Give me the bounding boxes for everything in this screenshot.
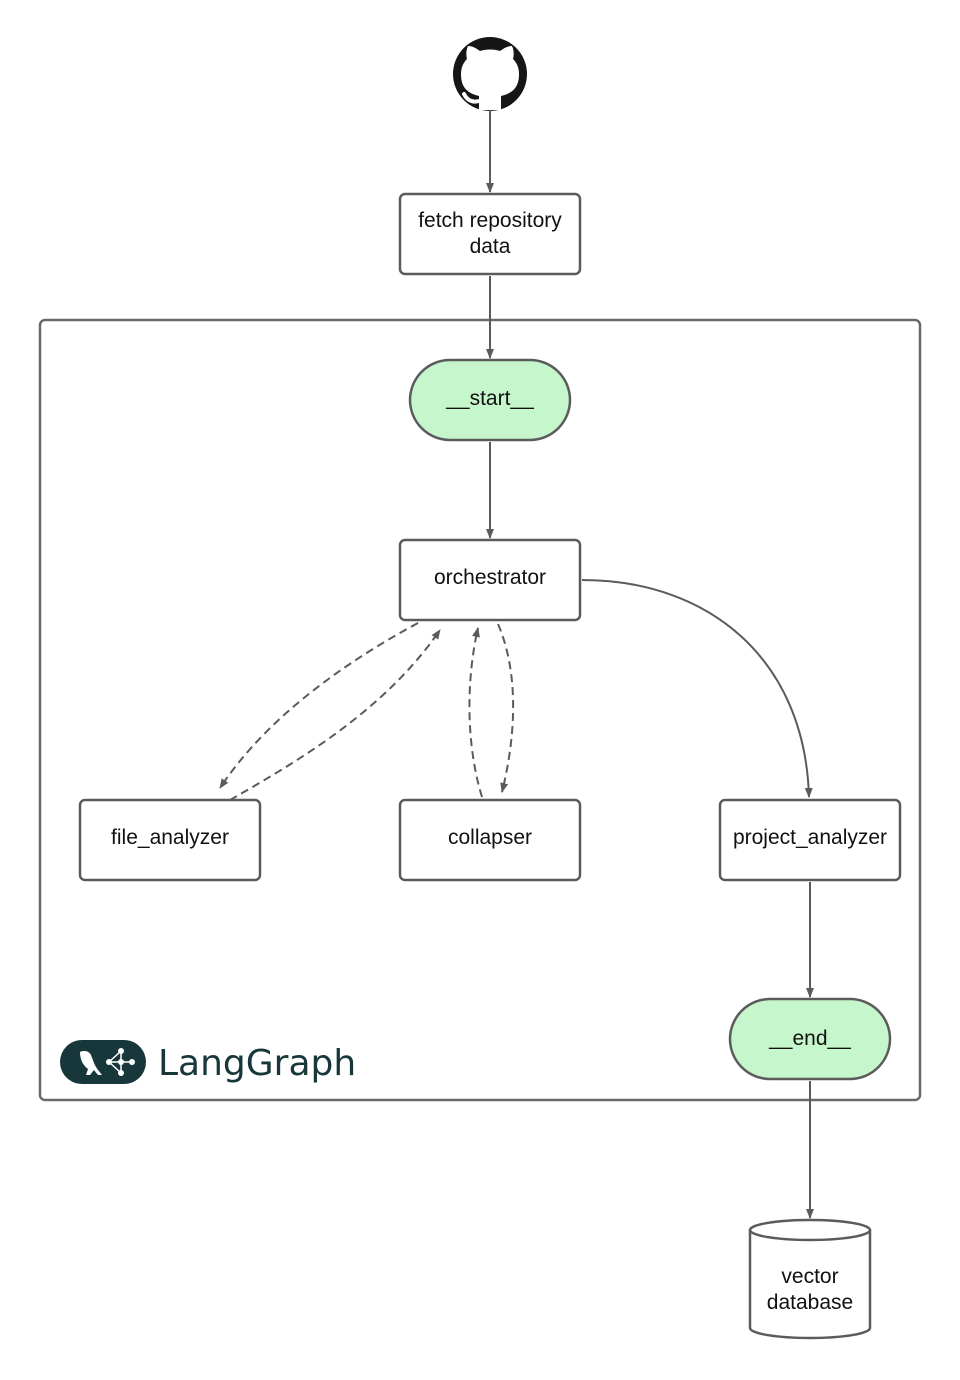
- node-end-label: __end__: [768, 1027, 851, 1050]
- node-fetch-repository-data: fetch repository data: [398, 192, 582, 276]
- node-file-analyzer-label: file_analyzer: [111, 826, 229, 849]
- edges: [219, 110, 814, 1219]
- node-fetch-line2: data: [470, 235, 511, 258]
- node-file-analyzer: file_analyzer: [78, 798, 262, 882]
- node-collapser: collapser: [398, 798, 582, 882]
- node-orchestrator: orchestrator: [398, 538, 582, 622]
- langgraph-wordmark: LangGraph: [158, 1043, 356, 1084]
- node-vector-database-line1: vector: [781, 1265, 838, 1288]
- node-project-analyzer: project_analyzer: [718, 798, 902, 882]
- edge-collapser-to-orchestrator: [468, 627, 483, 798]
- github-icon: [453, 37, 527, 111]
- edge-orchestrator-to-file-analyzer: [219, 622, 419, 789]
- node-collapser-label: collapser: [448, 826, 532, 849]
- node-fetch-line1: fetch repository: [418, 209, 562, 232]
- node-project-analyzer-label: project_analyzer: [733, 826, 887, 849]
- node-orchestrator-label: orchestrator: [434, 566, 546, 589]
- node-vector-database: vector database: [748, 1218, 872, 1340]
- edge-file-analyzer-to-orchestrator: [229, 629, 441, 801]
- langgraph-logo-icon: [60, 1040, 146, 1084]
- edge-orchestrator-to-collapser: [497, 623, 515, 793]
- edge-orchestrator-to-project-analyzer: [581, 579, 813, 798]
- langgraph-container: [38, 318, 922, 1102]
- langgraph-brand: LangGraph: [60, 1040, 356, 1084]
- node-vector-database-line2: database: [767, 1291, 853, 1314]
- node-start: __start__: [408, 358, 572, 442]
- node-start-label: __start__: [445, 387, 534, 410]
- node-end: __end__: [728, 997, 892, 1081]
